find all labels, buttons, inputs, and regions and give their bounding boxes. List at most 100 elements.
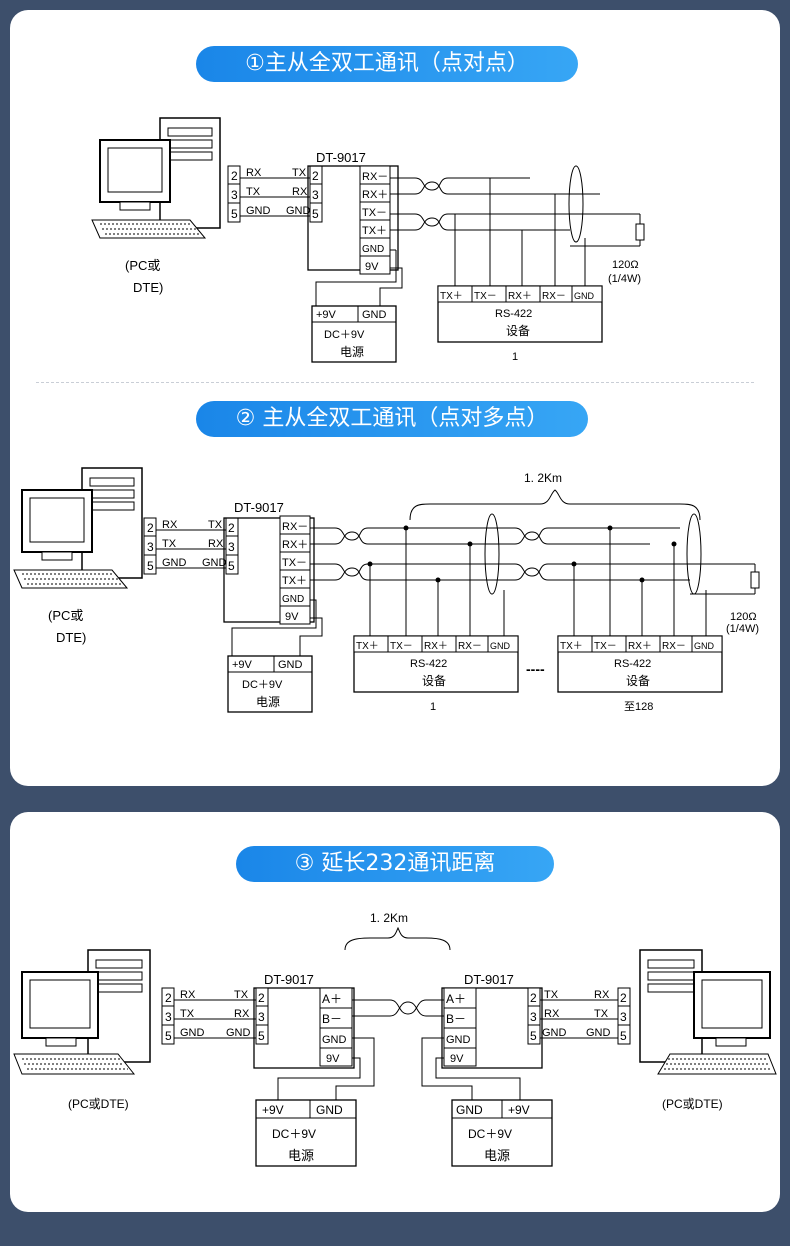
svg-text:2: 2 (231, 169, 238, 183)
svg-text:TX: TX (594, 1008, 609, 1020)
svg-text:GND: GND (282, 594, 304, 605)
svg-text:RX: RX (234, 1008, 250, 1020)
power-box (227, 655, 313, 713)
svg-text:1: 1 (430, 701, 436, 713)
svg-text:RX－: RX－ (362, 171, 388, 183)
svg-text:3: 3 (147, 540, 154, 554)
svg-text:2: 2 (228, 521, 235, 535)
svg-text:9V: 9V (285, 611, 299, 623)
svg-text:3: 3 (530, 1010, 537, 1024)
pc-label-line2: DTE) (133, 280, 163, 295)
svg-text:3: 3 (228, 540, 235, 554)
svg-text:GND: GND (574, 291, 595, 301)
svg-text:3: 3 (620, 1010, 627, 1024)
svg-text:RX＋: RX＋ (628, 641, 652, 652)
svg-text:2: 2 (165, 991, 172, 1005)
distance-label: 1. 2Km (524, 471, 562, 485)
converter-name-right: DT-9017 (464, 972, 514, 987)
svg-text:电源: 电源 (484, 1148, 510, 1163)
svg-text:RX－: RX－ (662, 641, 686, 652)
svg-text:TX: TX (234, 989, 249, 1001)
svg-text:RX＋: RX＋ (362, 189, 388, 201)
svg-text:TX＋: TX＋ (440, 291, 463, 302)
svg-text:TX: TX (208, 519, 223, 531)
svg-text:B－: B－ (446, 1012, 466, 1026)
svg-text:GND: GND (202, 557, 227, 569)
svg-text:5: 5 (231, 207, 238, 221)
svg-text:TX＋: TX＋ (282, 575, 307, 587)
svg-text:5: 5 (258, 1029, 265, 1043)
svg-text:2: 2 (258, 991, 265, 1005)
pc-icon-right (639, 949, 777, 1075)
svg-text:B－: B－ (322, 1012, 342, 1026)
svg-text:RX: RX (246, 167, 262, 179)
svg-text:5: 5 (312, 207, 319, 221)
svg-text:+9V: +9V (316, 309, 337, 321)
svg-text:GND: GND (180, 1027, 205, 1039)
section-3-title: ③ 延长232通讯距离 (236, 846, 554, 882)
pc-label-line1: (PC或 (48, 608, 83, 623)
svg-text:GND: GND (226, 1027, 251, 1039)
svg-text:GND: GND (316, 1103, 343, 1117)
svg-text:RX: RX (594, 989, 610, 1001)
svg-text:TX: TX (292, 167, 307, 179)
terminator-power: (1/4W) (726, 623, 759, 635)
terminator-power: (1/4W) (608, 273, 641, 285)
svg-text:GND: GND (542, 1027, 567, 1039)
svg-text:RX: RX (162, 519, 178, 531)
svg-text:3: 3 (165, 1010, 172, 1024)
converter-box-left (253, 987, 355, 1069)
section-1-title: ①主从全双工通讯（点对点） (196, 46, 578, 82)
svg-text:+9V: +9V (262, 1103, 284, 1117)
svg-text:5: 5 (530, 1029, 537, 1043)
svg-text:3: 3 (231, 188, 238, 202)
svg-text:DC＋9V: DC＋9V (242, 679, 283, 691)
svg-text:GND: GND (162, 557, 187, 569)
svg-text:A＋: A＋ (446, 992, 466, 1006)
svg-text:RS-422: RS-422 (614, 658, 651, 670)
converter-box (223, 517, 315, 623)
svg-text:设备: 设备 (506, 324, 530, 338)
svg-text:RX: RX (208, 538, 224, 550)
diagram-point-to-point: (PC或 DTE) 2 3 5 RX TX GND TX RX GND 2 3 … (91, 117, 645, 363)
svg-text:TX＋: TX＋ (560, 641, 583, 652)
svg-text:TX: TX (162, 538, 177, 550)
svg-text:设备: 设备 (626, 674, 650, 688)
svg-text:GND: GND (456, 1103, 483, 1117)
converter-name: DT-9017 (234, 500, 284, 515)
svg-text:设备: 设备 (422, 674, 446, 688)
svg-text:RX＋: RX＋ (282, 539, 308, 551)
svg-text:RS-422: RS-422 (410, 658, 447, 670)
terminator-value: 120Ω (730, 611, 757, 623)
svg-text:TX－: TX－ (362, 207, 387, 219)
svg-text:3: 3 (258, 1010, 265, 1024)
svg-text:TX－: TX－ (390, 641, 413, 652)
svg-text:9V: 9V (326, 1053, 340, 1065)
svg-text:3: 3 (312, 188, 319, 202)
distance-label: 1. 2Km (370, 911, 408, 925)
svg-text:TX: TX (246, 186, 261, 198)
section-2-title: ② 主从全双工通讯（点对多点） (196, 401, 588, 437)
svg-text:RX－: RX－ (458, 641, 482, 652)
section-divider (36, 382, 754, 383)
svg-text:DC＋9V: DC＋9V (272, 1127, 316, 1141)
svg-text:2: 2 (312, 169, 319, 183)
svg-text:至128: 至128 (624, 701, 653, 713)
svg-text:GND: GND (446, 1034, 471, 1046)
svg-text:电源: 电源 (288, 1148, 314, 1163)
svg-text:RX－: RX－ (282, 521, 308, 533)
svg-text:2: 2 (147, 521, 154, 535)
svg-text:RX＋: RX＋ (508, 291, 532, 302)
power-box-left (255, 1099, 357, 1167)
svg-text:RX: RX (180, 989, 196, 1001)
pc-icon (13, 467, 143, 589)
svg-text:GND: GND (362, 309, 387, 321)
svg-text:TX－: TX－ (594, 641, 617, 652)
svg-text:TX＋: TX＋ (362, 225, 387, 237)
svg-text:2: 2 (530, 991, 537, 1005)
svg-text:+9V: +9V (508, 1103, 530, 1117)
diagram-extend-232: (PC或DTE) (PC或DTE) 1. 2Km 2 3 5 RX TX GND… (13, 911, 777, 1167)
converter-box-right (441, 987, 543, 1069)
svg-text:TX＋: TX＋ (356, 641, 379, 652)
converter-box (307, 165, 399, 271)
